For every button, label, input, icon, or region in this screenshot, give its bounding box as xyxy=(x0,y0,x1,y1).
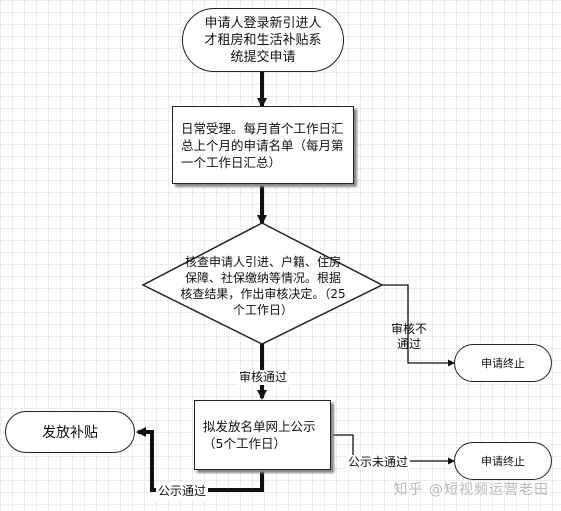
publicize-text: 拟发放名单网上公示（5个工作日） xyxy=(203,419,316,451)
end-node-review-rejected-text: 申请终止 xyxy=(481,357,525,370)
review-decision-diamond xyxy=(141,222,384,345)
disburse-text: 发放补贴 xyxy=(42,425,98,441)
review-decision-text: 核查申请人引进、户籍、住房保障、社保缴纳等情况。根据核查结果，作出审核决定。（2… xyxy=(180,255,346,317)
end-node-publicity-rejected: 申请终止 xyxy=(454,442,552,480)
watermark-text: 知乎 @短视频运营老田 xyxy=(393,482,549,498)
daily-review-node: 日常受理。每月首个工作日汇总上个月的申请名单（每月第一个工作日汇总） xyxy=(172,106,354,184)
publicize-node: 拟发放名单网上公示（5个工作日） xyxy=(194,400,331,470)
edge-publicity-pass xyxy=(136,427,264,492)
disburse-node: 发放补贴 xyxy=(5,411,135,453)
edge-label-publicity-fail: 公示未通过 xyxy=(346,455,411,470)
edge-label-publicity-pass: 公示通过 xyxy=(156,484,209,499)
edge-review-fail xyxy=(382,284,455,367)
edge-label-review-fail: 审核不通过 xyxy=(390,322,427,351)
start-node: 申请人登录新引进人才租房和生活补贴系统提交申请 xyxy=(182,8,344,72)
daily-review-text: 日常受理。每月首个工作日汇总上个月的申请名单（每月第一个工作日汇总） xyxy=(181,120,344,170)
review-decision-node: 核查申请人引进、户籍、住房保障、社保缴纳等情况。根据核查结果，作出审核决定。（2… xyxy=(180,254,346,318)
end-node-review-rejected: 申请终止 xyxy=(454,344,552,382)
start-node-text: 申请人登录新引进人才租房和生活补贴系统提交申请 xyxy=(204,15,322,65)
edge-label-review-pass: 审核通过 xyxy=(237,370,290,385)
end-node-publicity-rejected-text: 申请终止 xyxy=(481,455,525,468)
